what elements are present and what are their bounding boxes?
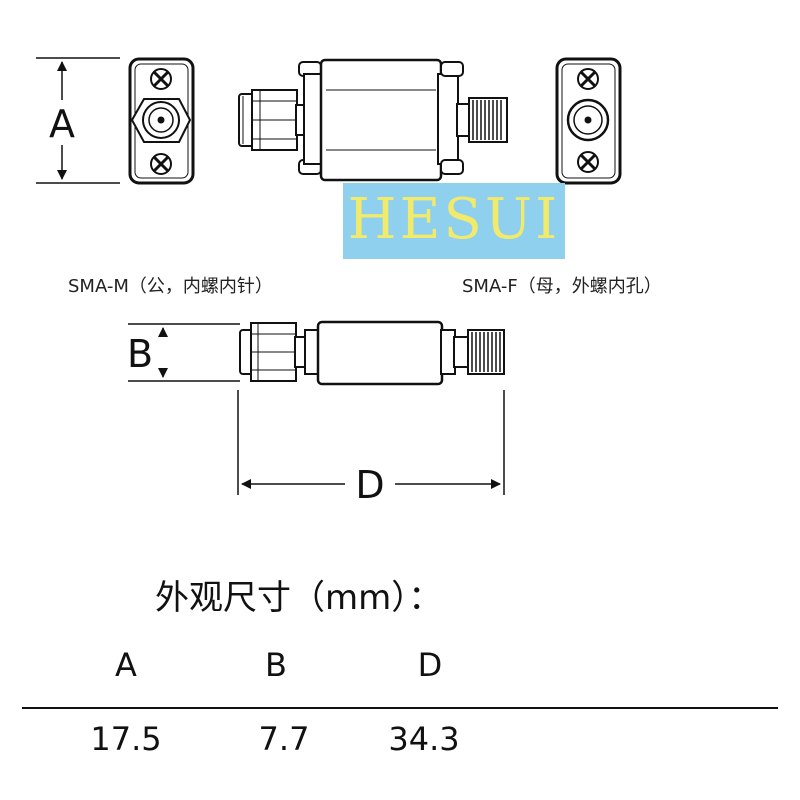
table-value-a: 17.5 bbox=[90, 720, 162, 758]
dimension-b: B bbox=[127, 323, 240, 382]
female-connector-caption: SMA-F（母，外螺内孔） bbox=[462, 276, 662, 297]
female-connector-front-view bbox=[555, 57, 622, 185]
dimension-table-title: 外观尺寸（mm）： bbox=[155, 578, 443, 618]
connector-lower-side-view bbox=[239, 320, 505, 386]
logo-text: HESUI bbox=[347, 187, 561, 252]
dimension-d: D bbox=[237, 390, 505, 507]
table-header-d: D bbox=[417, 646, 443, 684]
dimension-d-label: D bbox=[355, 463, 384, 507]
male-connector-front-view bbox=[128, 57, 195, 185]
connector-side-view bbox=[238, 58, 508, 182]
table-divider bbox=[22, 707, 778, 709]
dimension-b-label: B bbox=[127, 332, 153, 376]
dimension-a-label: A bbox=[49, 102, 75, 146]
dimension-a: A bbox=[36, 57, 120, 184]
table-value-b: 7.7 bbox=[258, 720, 310, 758]
table-header-a: A bbox=[115, 646, 137, 684]
table-value-d: 34.3 bbox=[388, 720, 460, 758]
table-header-b: B bbox=[265, 646, 287, 684]
hesui-watermark-logo: HESUI bbox=[343, 183, 565, 259]
male-connector-caption: SMA-M（公，内螺内针） bbox=[68, 276, 273, 297]
